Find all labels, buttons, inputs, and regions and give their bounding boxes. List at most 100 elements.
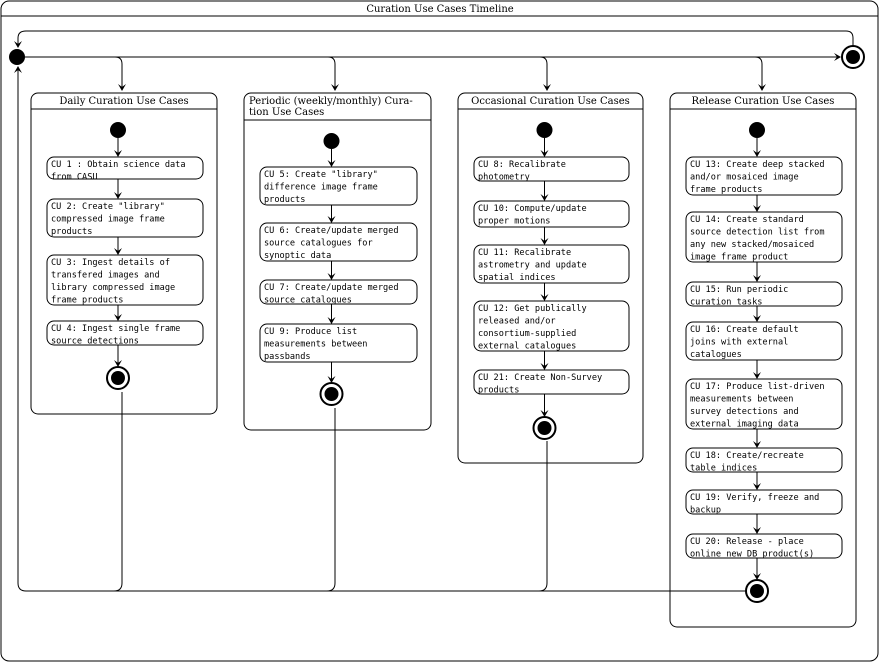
activity-cu5[interactable]: CU 5: Create "library" difference image f…	[259, 166, 418, 206]
activity-box[interactable]	[46, 254, 204, 306]
activity-label: frame products	[690, 185, 762, 195]
activity-cu9[interactable]: CU 9: Produce list measurements between pa…	[259, 323, 418, 363]
activity-label: passbands	[264, 352, 311, 362]
activity-box[interactable]	[685, 156, 843, 196]
activity-box[interactable]	[46, 156, 204, 180]
activity-label: CU 7: Create/update merged	[264, 283, 399, 293]
lane-initial-node	[110, 122, 126, 138]
activity-cu3[interactable]: CU 3: Ingest details of transfered images…	[46, 254, 204, 306]
activity-label: transfered images and	[51, 271, 160, 281]
activity-label: CU 3: Ingest details of	[51, 258, 170, 268]
activity-label: any new stacked/mosaiced	[690, 240, 814, 250]
activity-box[interactable]	[46, 198, 204, 238]
lane-title: tion Use Cases	[249, 107, 324, 118]
activity-label: CU 16: Create default	[690, 325, 799, 335]
activity-label: CU 20: Release - place	[690, 537, 804, 547]
lane-frame	[30, 92, 218, 415]
activity-label: source catalogues	[264, 296, 352, 306]
activity-label: CU 15: Run periodic	[690, 285, 788, 295]
activity-box[interactable]	[473, 300, 630, 352]
activity-box[interactable]	[685, 489, 843, 515]
activity-cu15[interactable]: CU 15: Run periodic curation tasks	[685, 281, 843, 308]
lane-final-node	[106, 366, 130, 390]
activity-box[interactable]	[685, 211, 843, 263]
activity-label: CU 13: Create deep stacked	[690, 160, 825, 170]
activity-label: astrometry and update	[478, 261, 587, 271]
activity-box[interactable]	[473, 369, 630, 395]
activity-label: frame products	[51, 296, 123, 306]
activity-label: source detection list from	[690, 228, 825, 238]
activity-box[interactable]	[685, 281, 843, 307]
activity-label: CU 5: Create "library"	[264, 170, 378, 180]
lane-frame	[243, 92, 432, 431]
lane-frame	[457, 92, 644, 464]
lane-occasional: Occasional Curation Use Cases CU 8: Recal…	[457, 92, 644, 464]
activity-label: catalogues	[690, 350, 742, 360]
flow-return-occasional	[538, 441, 548, 592]
activity-label: table indices	[690, 464, 757, 474]
activity-box[interactable]	[685, 378, 843, 430]
activity-box[interactable]	[685, 321, 843, 361]
lane-final-node	[745, 579, 769, 603]
activity-label: CU 12: Get publically	[478, 304, 587, 314]
activity-box[interactable]	[685, 533, 843, 559]
lane-initial-node	[536, 122, 553, 138]
activity-label: proper motions	[478, 217, 550, 227]
lane-title: Occasional Curation Use Cases	[471, 96, 630, 107]
top-final-node	[841, 45, 865, 69]
activity-cu2[interactable]: CU 2: Create "library"compressed image f…	[46, 198, 204, 238]
activity-label: measurements between	[264, 340, 367, 350]
activity-label: spatial indices	[478, 273, 556, 283]
flow-to-release	[754, 56, 766, 91]
activity-cu7[interactable]: CU 7: Create/update merged source catalog…	[259, 279, 418, 306]
flow-to-occasional	[539, 56, 551, 91]
activity-label: CU 17: Produce list-driven	[690, 382, 825, 392]
activity-box[interactable]	[473, 156, 630, 182]
activity-label: released and/or	[478, 317, 556, 327]
lane-periodic: Periodic (weekly/monthly) Cura-tion Use …	[243, 92, 432, 431]
activity-label: CU 4: Ingest single frame	[51, 324, 180, 334]
activity-box[interactable]	[259, 279, 418, 305]
activity-label: difference image frame	[264, 183, 378, 193]
activity-label: CU 9: Produce list	[264, 327, 357, 337]
activity-label: CU 19: Verify, freeze and	[690, 493, 819, 503]
lane-final-node	[532, 416, 557, 440]
activity-box[interactable]	[259, 323, 418, 363]
flow-to-periodic	[327, 56, 339, 91]
activity-box[interactable]	[259, 222, 418, 262]
lane-title: Periodic (weekly/monthly) Cura-	[249, 96, 413, 107]
activity-label: CU 10: Compute/update	[478, 204, 587, 214]
activity-label: products	[264, 195, 305, 205]
activity-cu14[interactable]: CU 14: Create standard source detection l…	[685, 211, 843, 263]
activity-box[interactable]	[473, 244, 630, 284]
activity-label: CU 14: Create standard	[690, 215, 804, 225]
activity-box[interactable]	[46, 320, 204, 346]
activity-label: survey detections and	[690, 407, 799, 417]
activity-box[interactable]	[259, 166, 418, 206]
lane-final-node	[319, 382, 344, 406]
activity-label: curation tasks	[690, 298, 762, 308]
activity-cu10[interactable]: CU 10: Compute/update proper motions	[473, 200, 630, 228]
activity-box[interactable]	[473, 200, 630, 228]
flow-to-daily	[114, 56, 126, 91]
activity-label: external catalogues	[478, 342, 576, 352]
flow-loop-back	[14, 30, 854, 48]
activity-box[interactable]	[685, 447, 843, 473]
